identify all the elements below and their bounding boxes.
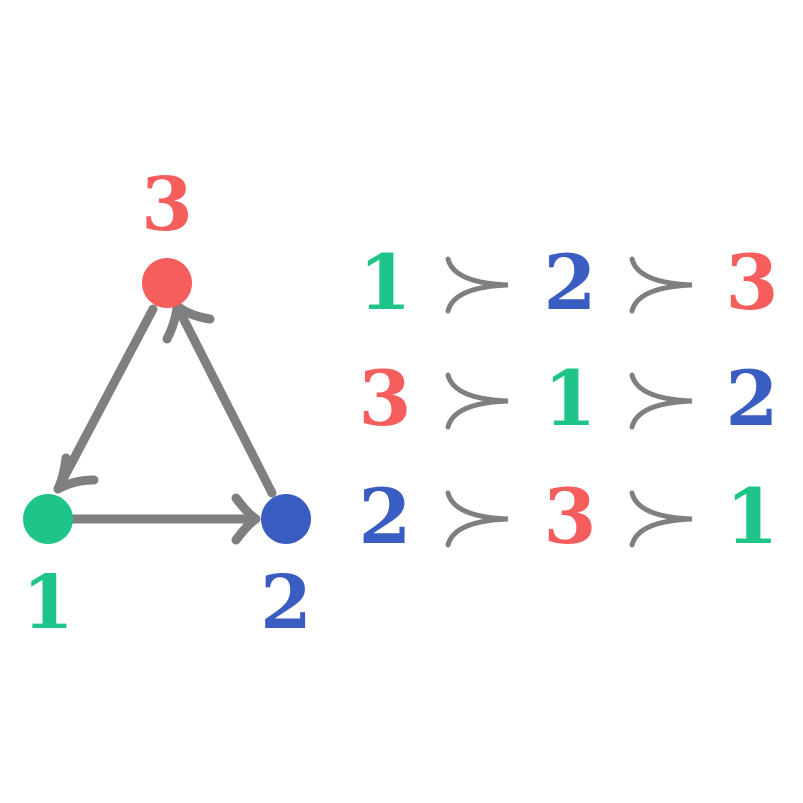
node-2-dot <box>261 494 311 544</box>
node-3-dot <box>142 258 192 308</box>
succeeds-symbol <box>629 490 693 548</box>
succeeds-symbol <box>445 490 509 548</box>
node-1-label: 1 <box>22 560 74 646</box>
cycle-edges <box>53 301 277 545</box>
arrowhead-1-to-2 <box>231 493 261 545</box>
preference-candidate: 2 <box>544 238 597 327</box>
succeeds-symbol <box>445 256 509 314</box>
preference-row: 3 1 2 <box>359 354 779 443</box>
node-2-label: 2 <box>260 560 312 646</box>
preference-candidate: 2 <box>726 354 779 443</box>
preference-candidate: 2 <box>359 472 412 561</box>
node-1-dot <box>23 494 73 544</box>
succeeds-symbol <box>445 372 509 430</box>
preference-candidate: 3 <box>544 472 597 561</box>
edge-3-to-1 <box>55 304 158 490</box>
node-3-label: 3 <box>141 162 193 248</box>
succeeds-symbol <box>629 372 693 430</box>
preference-candidate: 1 <box>544 354 597 443</box>
preference-candidate: 1 <box>359 238 412 327</box>
preference-candidate: 1 <box>726 472 779 561</box>
preference-row: 1 2 3 <box>359 238 779 327</box>
edge-2-to-3 <box>174 305 277 498</box>
preference-row: 2 3 1 <box>359 472 779 561</box>
preference-candidate: 3 <box>359 354 412 443</box>
preference-list: 1 2 3 3 1 2 2 3 1 <box>359 238 779 561</box>
preference-candidate: 3 <box>726 238 779 327</box>
arrowhead-3-to-1 <box>53 453 99 494</box>
arrowhead-2-to-3 <box>162 301 215 344</box>
succeeds-symbol <box>629 256 693 314</box>
